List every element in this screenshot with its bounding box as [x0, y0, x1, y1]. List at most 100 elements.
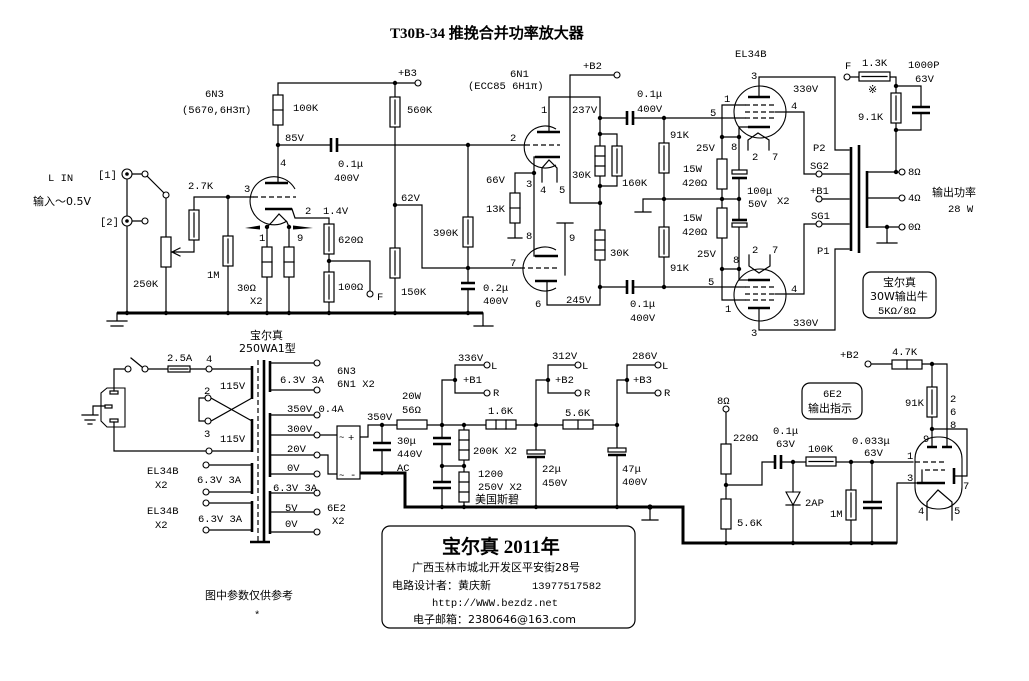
indicator-pin-8: 8 [950, 420, 956, 432]
el34-heater-1-tube: EL34B [147, 466, 179, 478]
junction-dot [723, 482, 729, 488]
indicator-title: 6E2 [823, 389, 842, 401]
junction-dots-splitter [531, 115, 667, 290]
lower-cathode-voltage: 25V [697, 249, 717, 261]
input-channel-label: L IN [48, 173, 73, 185]
junction-dot [439, 422, 445, 428]
v1-heater-resistor-qty: X2 [250, 296, 263, 308]
b2-terminal-r[interactable] [574, 389, 582, 397]
output-tube-label: EL34B [735, 49, 767, 61]
v1-pin-plate: 4 [280, 158, 286, 170]
junction-dot [929, 426, 935, 432]
capacitor-0u1-upper [625, 111, 635, 125]
capacitor-22u-plus-plate [526, 449, 546, 455]
junction-dot [461, 463, 467, 469]
junction-dot [264, 310, 270, 316]
v2-pin-1: 1 [541, 105, 547, 117]
junction-dot [465, 265, 471, 271]
primary-pin-3-label: 3 [204, 429, 210, 441]
resistor-420ohm-upper [716, 158, 728, 190]
v2-pin-8: 8 [526, 231, 532, 243]
primary-pin-2-label: 2 [204, 386, 210, 398]
secondary-terminal [313, 386, 321, 394]
junction-dot [790, 459, 796, 465]
phase-splitter-stage: +B3 560K 62V 150K 390K 0.2μ 400V 6N1 (EC… [398, 61, 746, 325]
speaker-terminal-4ohm[interactable] [898, 194, 906, 202]
terminal-p2-label: P2 [813, 143, 826, 155]
terminal-sg1 [815, 220, 823, 228]
junction-dot [884, 224, 890, 230]
v1-tube-label: 6N3 [205, 89, 224, 101]
junction-dot [597, 200, 603, 206]
capacitor-100u-lower-plus-plate [731, 222, 748, 228]
v2-pin-7: 7 [510, 258, 516, 270]
b3-terminal-l[interactable] [654, 361, 662, 369]
b3-terminal-r[interactable] [654, 389, 662, 397]
v1-pin-heater-b: 9 [297, 233, 303, 245]
v2-plate-voltage-a: 237V [572, 105, 598, 117]
mains-inlet[interactable] [100, 387, 126, 428]
info-email[interactable]: 电子邮箱：2380646@163.com [413, 612, 576, 626]
power-switch[interactable] [141, 365, 149, 373]
terminal-b1-label: +B1 [810, 186, 829, 198]
info-website-link[interactable]: http://WWW.bezdz.net [432, 598, 558, 610]
b3-supply-label: +B3 [398, 68, 417, 80]
v2-plate-resistor-parallel-value: 160K [622, 178, 648, 190]
indicator-8ohm-terminal [722, 405, 730, 413]
rectifier-ac-b: ~ [339, 471, 344, 481]
grid-resistor-b-value: 91K [670, 263, 690, 275]
junction-dot [929, 361, 935, 367]
upper-cathode-resistor-power: 15W [683, 164, 703, 176]
b2-right-label: R [584, 388, 591, 400]
coupling-cap-b-value: 0.1μ [630, 299, 655, 311]
feedback-cap-value: 1000P [908, 60, 940, 72]
el34-heater-2-tube: EL34B [147, 506, 179, 518]
indicator-pin-1: 1 [907, 451, 913, 463]
secondary-heater-a-load-2: 6N1 X2 [337, 379, 375, 391]
spec-model: 30W输出牛 [870, 289, 928, 303]
junction-dot [719, 134, 725, 140]
junction-dot [465, 142, 471, 148]
resistor-420ohm-lower [716, 207, 728, 239]
secondary-heater-b-load: 6E2 [327, 503, 346, 515]
junction-dot [736, 266, 742, 272]
secondary-tap-0v-b: 0V [285, 519, 298, 531]
primary-terminal-3 [204, 417, 212, 425]
capacitor-0u1-lower [625, 280, 635, 294]
speaker-terminal-8ohm[interactable] [898, 168, 906, 176]
tube-el34b-lower [733, 268, 787, 322]
feedback-cap-rating: 63V [915, 74, 935, 86]
junction-dot [545, 377, 551, 383]
speaker-terminal-0ohm[interactable] [898, 223, 906, 231]
junction-dot [452, 377, 458, 383]
b1-terminal-r[interactable] [483, 389, 491, 397]
lower-pin-g2: 4 [791, 284, 797, 296]
b2-terminal-l[interactable] [574, 361, 582, 369]
b2-b3-resistor-value: 5.6K [565, 408, 591, 420]
indicator-tap-label: 8Ω [717, 396, 730, 408]
secondary-tap-0v: 0V [287, 463, 300, 475]
output-stage: EL34B 3 330V 1 5 4 25V 8 2 7 15W 420Ω 10… [682, 49, 850, 340]
junction-dot [736, 196, 742, 202]
lower-cathode-resistor-power: 15W [683, 213, 703, 225]
grid-resistor-a-value: 91K [670, 130, 690, 142]
capacitor-bank-a [433, 436, 451, 446]
indicator-pin-5: 5 [954, 506, 960, 518]
junction-dot [439, 463, 445, 469]
indicator-filter-cap-rating: 63V [864, 448, 884, 460]
v1-pin-grid: 3 [244, 184, 250, 196]
secondary-terminal [313, 470, 321, 478]
b1-terminal-l[interactable] [483, 361, 491, 369]
secondary-heater-b-qty: X2 [332, 516, 345, 528]
secondary-hv-rating: 350V 0.4A [287, 404, 344, 416]
v2-pin-9: 9 [569, 233, 575, 245]
secondary-terminal [313, 508, 321, 516]
output-transformer-spec-box [862, 271, 937, 319]
junction-dot [719, 266, 725, 272]
secondary-terminal [313, 431, 321, 439]
junction-dot [531, 170, 537, 176]
upper-pin-g2: 4 [791, 101, 797, 113]
secondary-tap-20v: 20V [287, 444, 307, 456]
terminal-b1 [815, 195, 823, 203]
coupling-cap-b-rating: 400V [630, 313, 656, 325]
